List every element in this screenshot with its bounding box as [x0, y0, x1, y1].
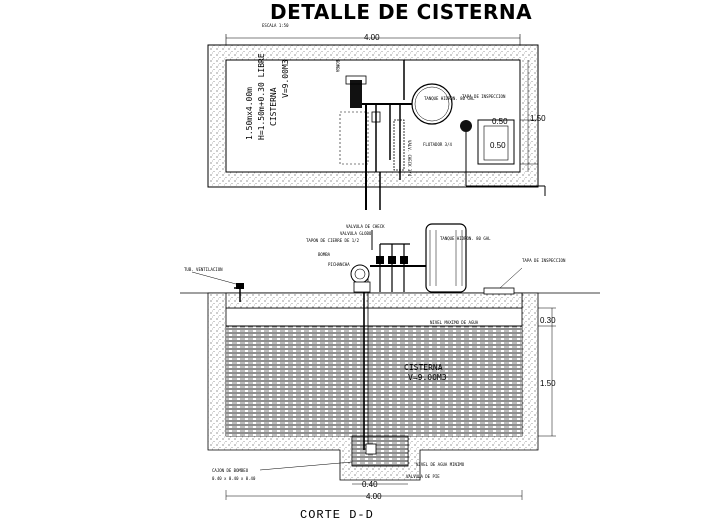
plan-pump-label: BOMBA	[335, 60, 340, 73]
plan-dim-height: 1.50	[530, 114, 546, 123]
foot-valve-icon	[365, 443, 377, 455]
section-pump-icon	[350, 264, 370, 284]
section-pump-pit	[351, 435, 409, 467]
plan-volume: V=9.00M3	[281, 59, 290, 98]
section-caption: CORTE D-D	[300, 508, 374, 522]
section-roof-slab	[225, 292, 523, 309]
plan-scale-label: ESCALA 1:50	[262, 23, 289, 28]
plan-name: CISTERNA	[269, 87, 278, 126]
section-hatch-label: TAPA DE INSPECCION	[522, 258, 566, 263]
plan-dim-width: 4.00	[364, 33, 380, 42]
plan-size-spec: 1.50mx4.00m	[245, 87, 254, 140]
plan-tank-label: TANQUE HIDRON. 80 GAL	[424, 96, 475, 101]
section-vent-label: TUB. VENTILACION	[184, 267, 223, 272]
plan-pump-icon	[350, 80, 362, 108]
plan-inspection-hatch	[477, 119, 515, 165]
section-foot-valve-label: VALVULA DE PIE	[406, 474, 440, 479]
section-dim-mid: 1.50	[540, 379, 556, 388]
section-cajon-label: CAJON DE BOMBEO	[212, 468, 249, 473]
section-cajon-dim: 0.40 x 0.40 x 0.40	[212, 476, 256, 481]
section-volume: V=9.00M3	[408, 373, 447, 382]
section-water	[226, 326, 522, 436]
plan-float-label: FLOTADOR 3/4	[423, 142, 452, 147]
plan-dim-small-a: 0.50	[492, 117, 508, 126]
plan-hatch-label: TAPA DE INSPECCION	[462, 94, 506, 99]
section-valve-globe-label: VALVULA GLOBO	[340, 231, 372, 236]
section-name: CISTERNA	[404, 363, 443, 372]
page-title: DETALLE DE CISTERNA	[270, 0, 533, 24]
section-view: CISTERNA V=9.00M3 NIVEL MAXIMO DE AGUA	[180, 223, 600, 501]
section-tank-label: TANQUE HIDRON. 80 GAL	[440, 236, 491, 241]
section-valve-check-label: VALVULA DE CHECK	[346, 224, 385, 229]
plan-dim-small-b: 0.50	[490, 141, 506, 150]
section-min-level-label: NIVEL DE AGUA MINIMO	[416, 462, 465, 467]
section-dim-total: 4.00	[366, 492, 382, 501]
plan-h-spec: H=1.50m+0.30 LIBRE	[257, 53, 266, 140]
section-strainer-label: PICHANCHA	[328, 262, 350, 267]
section-dim-pit: 0.40	[362, 480, 378, 489]
plan-valve-label: VALV. CHECK 3/4	[407, 140, 412, 177]
section-pump-label-2: BOMBA	[318, 252, 331, 257]
plan-float-icon	[460, 120, 472, 132]
plan-view: ESCALA 1:50 4.00 1.50 V=9.00M3 CISTERNA …	[207, 23, 546, 210]
section-inspection-hatch	[483, 287, 515, 295]
section-dim-top: 0.30	[540, 316, 556, 325]
section-tank-icon	[425, 223, 467, 293]
plan-inner-wall	[225, 59, 521, 173]
section-nivel-label: NIVEL MAXIMO DE AGUA	[430, 320, 479, 325]
plan-tank-icon	[411, 83, 453, 125]
section-plug-label: TAPON DE CIERRE DE 1/2	[306, 238, 360, 243]
